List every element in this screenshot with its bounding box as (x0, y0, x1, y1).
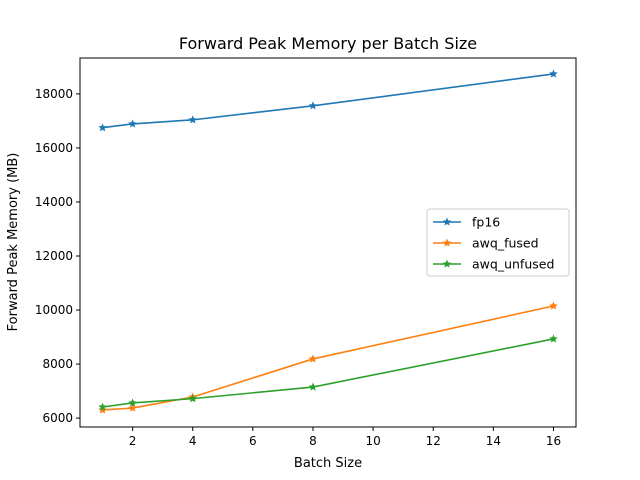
legend-label: awq_fused (472, 236, 539, 251)
data-point-awq_fused (98, 405, 107, 414)
legend-marker (442, 259, 452, 268)
x-tick-label: 4 (189, 434, 197, 448)
data-point-awq_fused (128, 403, 137, 412)
legend-marker (442, 217, 452, 226)
data-point-awq_unfused (549, 334, 558, 343)
y-tick-label: 16000 (35, 141, 73, 155)
x-tick-label: 8 (309, 434, 317, 448)
legend-box (426, 208, 570, 277)
x-tick-label: 16 (546, 434, 561, 448)
legend-label: fp16 (472, 215, 500, 230)
x-axis-label: Batch Size (294, 456, 362, 471)
y-tick-label: 18000 (35, 87, 73, 101)
series-line-awq_unfused (102, 338, 554, 408)
x-tick-label: 12 (426, 434, 441, 448)
y-tick-label: 10000 (35, 303, 73, 317)
data-point-awq_unfused (308, 382, 318, 391)
y-tick-label: 14000 (35, 195, 73, 209)
data-point-fp16 (188, 115, 197, 124)
chart-title: Forward Peak Memory per Batch Size (179, 34, 477, 53)
plot-frame (79, 57, 577, 428)
legend: fp16 awq_fused awq_unfused (426, 208, 570, 277)
x-tick-label: 14 (486, 434, 501, 448)
y-tick-label: 12000 (35, 249, 73, 263)
data-point-awq_fused (308, 354, 318, 363)
data-point-fp16 (98, 123, 107, 132)
legend-label: awq_unfused (472, 257, 554, 272)
data-point-awq_fused (549, 301, 558, 310)
data-point-fp16 (308, 101, 318, 110)
legend-marker (442, 238, 452, 247)
y-tick-label: 6000 (42, 411, 73, 425)
y-axis-label: Forward Peak Memory (MB) (6, 153, 21, 332)
series-line-fp16 (102, 73, 554, 129)
x-tick-label: 2 (129, 434, 137, 448)
data-point-awq_unfused (188, 394, 197, 403)
data-point-awq_unfused (98, 402, 107, 411)
data-point-awq_unfused (128, 398, 137, 407)
series-line-awq_fused (102, 305, 554, 411)
data-point-fp16 (128, 119, 137, 128)
y-tick-label: 8000 (42, 357, 73, 371)
x-tick-label: 10 (365, 434, 380, 448)
data-point-fp16 (549, 69, 558, 78)
x-tick-label: 6 (249, 434, 257, 448)
